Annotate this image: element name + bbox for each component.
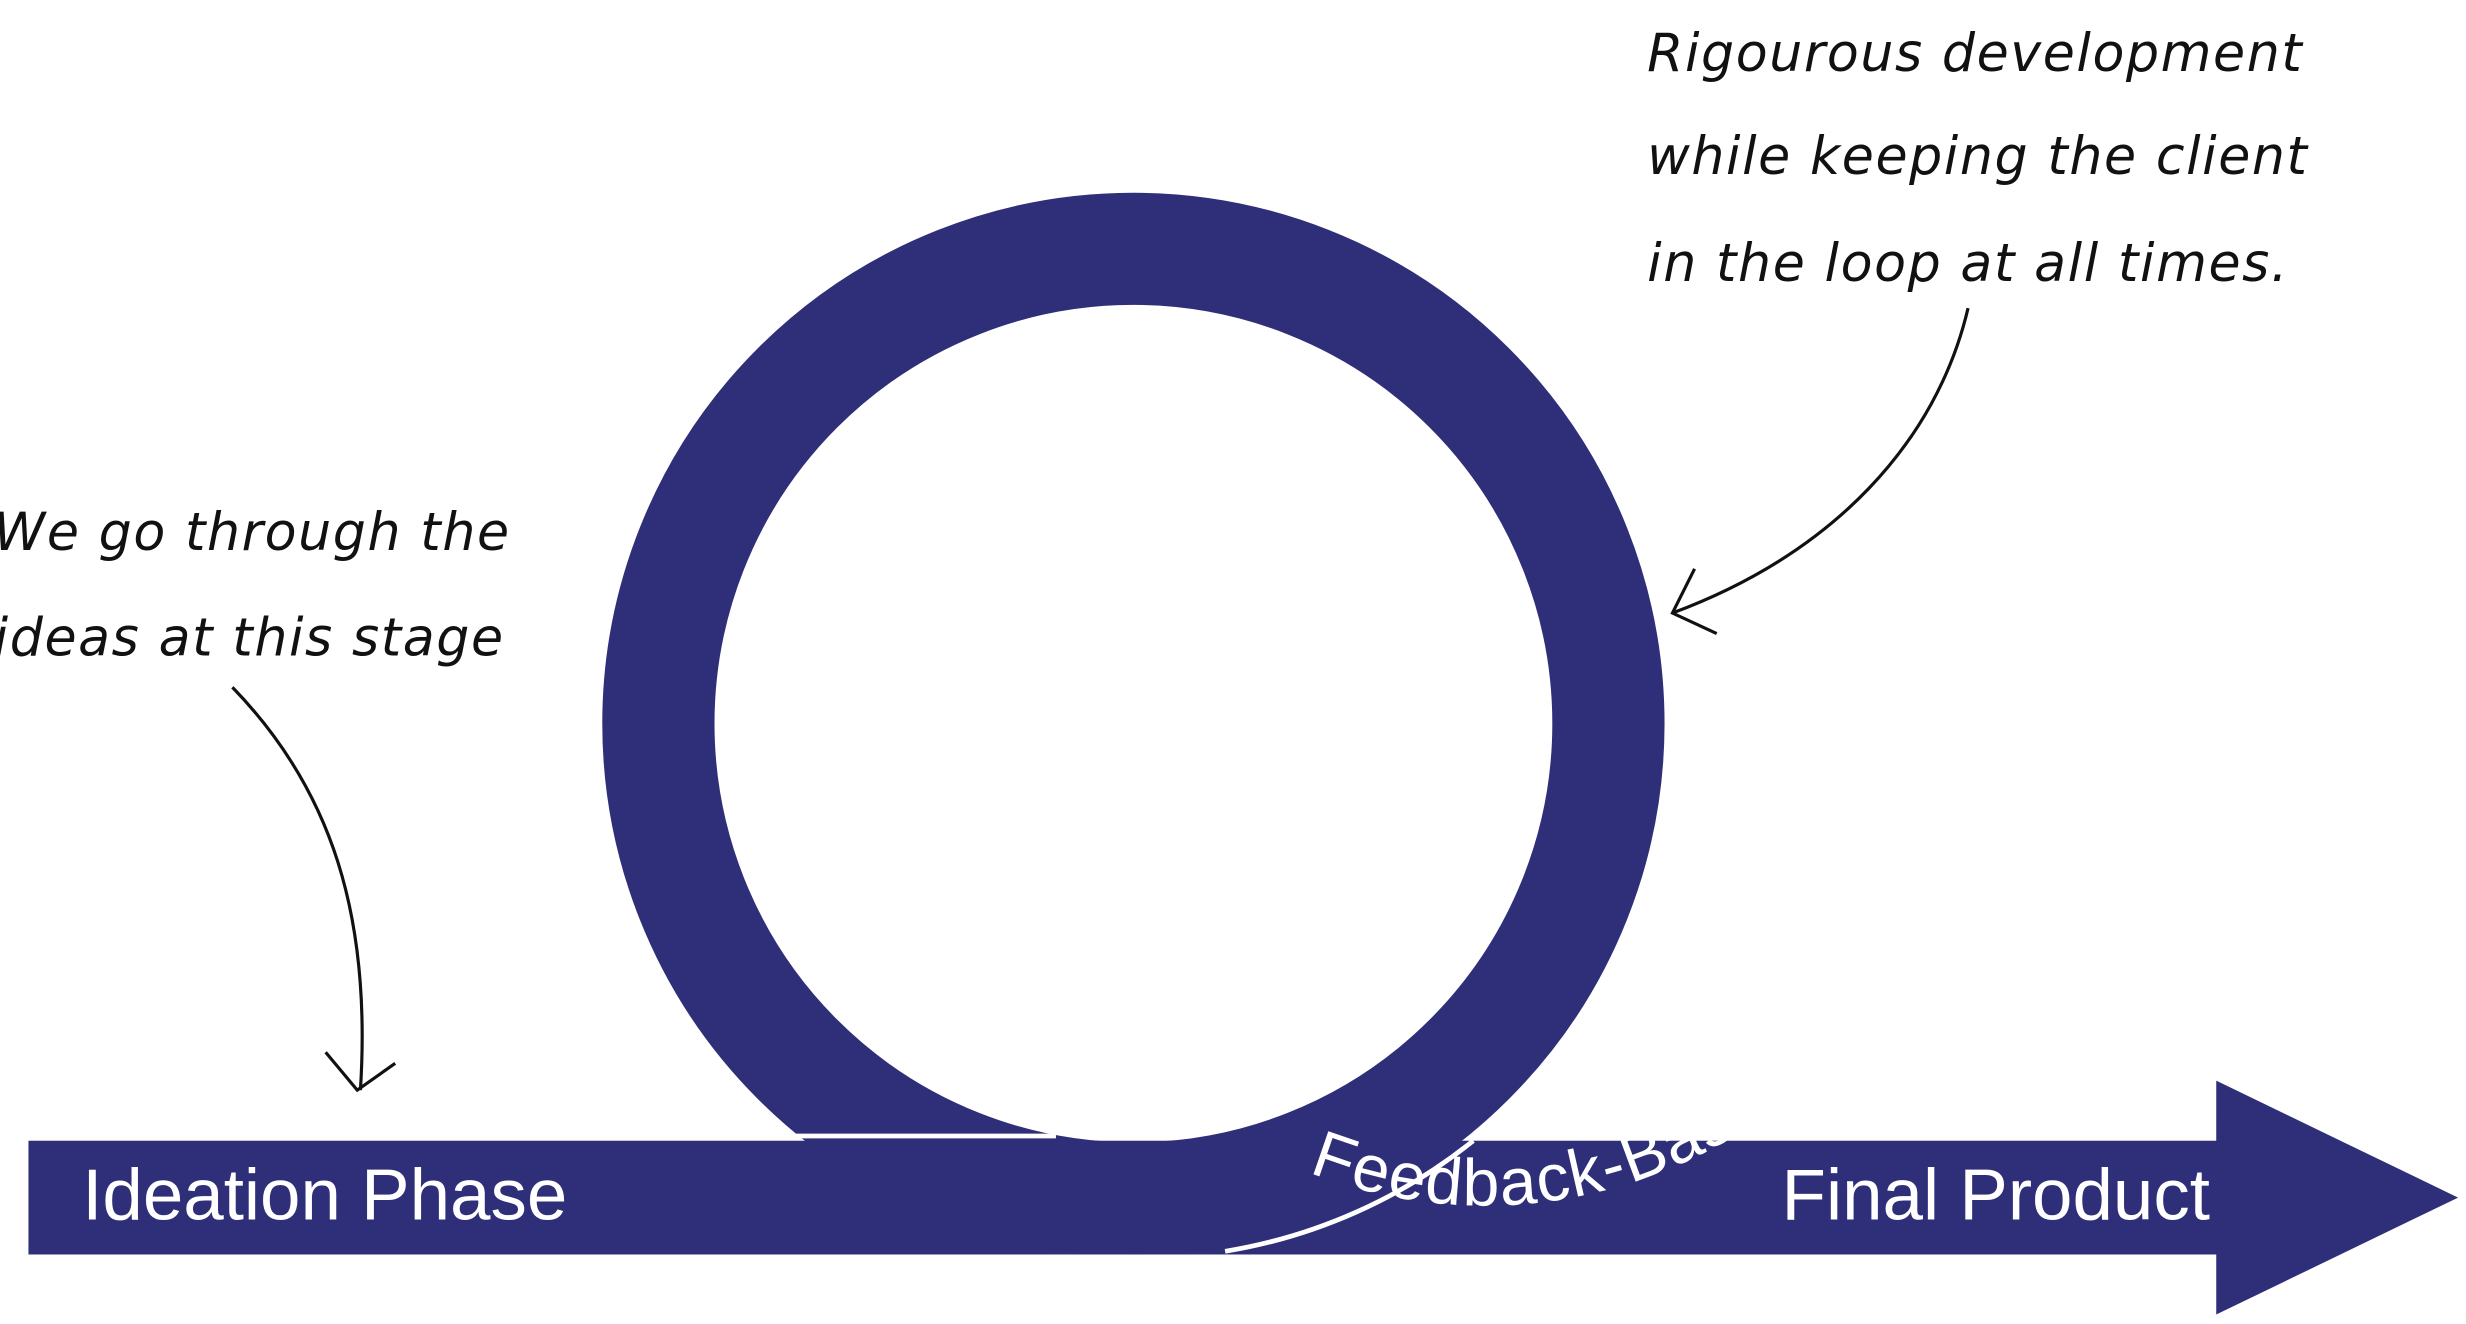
right-annotation-line-1: Rigourous development: [1647, 24, 2304, 84]
feedback-loop-ring: [602, 192, 1665, 1255]
left-annotation-line-2: ideas at this stage: [0, 609, 505, 669]
end-label: Final Product: [1782, 1155, 2210, 1236]
right-annotation-line-3: in the loop at all times.: [1647, 234, 2289, 294]
left-annotation-arrow-icon: [231, 686, 397, 1093]
right-annotation-arrow-icon: [1670, 307, 1970, 635]
right-annotation-line-2: while keeping the client: [1647, 127, 2309, 187]
start-label: Ideation Phase: [82, 1155, 567, 1236]
ring-overlap-edge: [1224, 1138, 1475, 1254]
arrow-head: [2216, 1080, 2459, 1315]
left-annotation-line-1: We go through the: [0, 503, 511, 563]
